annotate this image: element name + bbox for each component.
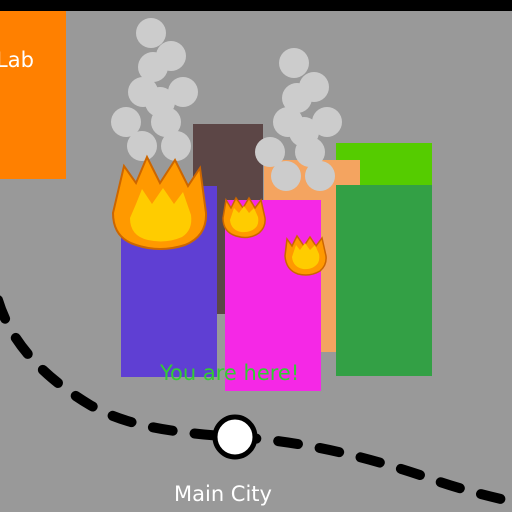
smoke-icon (111, 18, 198, 161)
smoke-icon (255, 48, 342, 191)
lab-building[interactable] (0, 11, 66, 179)
fire-icon (284, 234, 327, 276)
you-are-here-label: You are here! (160, 361, 300, 385)
lab-label: Lab (0, 48, 34, 72)
fire-icon (111, 154, 208, 250)
location-name-label: Main City (174, 482, 272, 506)
top-border (0, 0, 512, 11)
location-marker-icon[interactable] (212, 414, 258, 460)
fire-icon (222, 196, 266, 239)
building-green (336, 185, 432, 376)
